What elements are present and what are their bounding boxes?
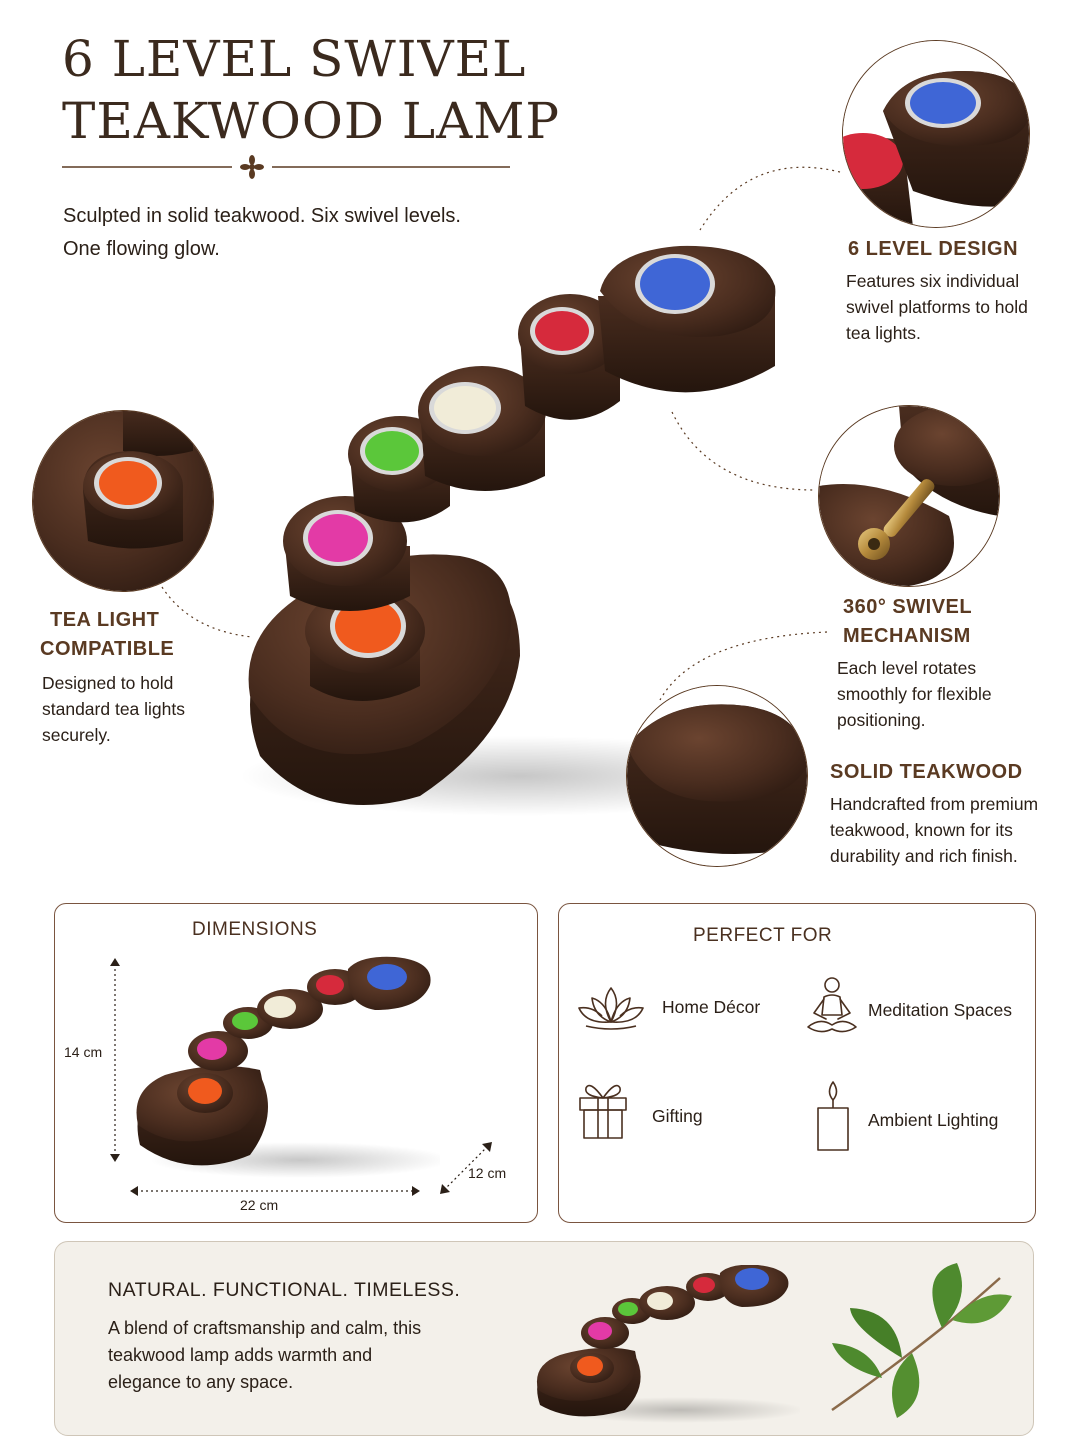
callout-line-level-design [699,166,841,231]
use-meditation-label: Meditation Spaces [868,1000,1012,1020]
perfect-for-card [558,903,1036,1223]
swivel-heading-line-2: MECHANISM [843,625,971,647]
tea-light-closeup-image [32,410,214,592]
teakwood-heading: SOLID TEAKWOOD [830,761,1023,783]
perfect-for-heading: PERFECT FOR [693,925,833,946]
title-line-2: TEAKWOOD LAMP [62,92,561,150]
page-title: 6 LEVEL SWIVEL TEAKWOOD LAMP [62,28,582,152]
teakwood-text: Handcrafted from premium teakwood, known… [830,794,1039,866]
title-line-1: 6 LEVEL SWIVEL [62,30,527,88]
depth-label: 12 cm [468,1165,507,1181]
use-home-decor-label: Home Décor [662,997,761,1017]
tea-light-heading: TEA LIGHT COMPATIBLE [40,606,174,664]
title-ornament-icon [62,155,510,179]
teakwood-closeup-image [626,685,808,867]
level-design-heading: 6 LEVEL DESIGN [848,238,1019,260]
dimensions-heading: DIMENSIONS [192,919,318,940]
tea-light-heading-line-2: COMPATIBLE [40,638,175,660]
height-label: 14 cm [64,1044,103,1060]
banner-text: A blend of craftsmanship and calm, this … [108,1318,422,1392]
tea-light-heading-line-1: TEA LIGHT [50,609,160,631]
swivel-heading: 360° SWIVEL MECHANISM [843,593,972,651]
height-arrow [110,958,120,1162]
width-label: 22 cm [240,1197,279,1213]
main-product-image [240,245,800,816]
callout-line-tea-light [161,586,253,638]
candle-icon [817,1081,849,1151]
lotus-icon [578,987,644,1030]
callout-line-swivel [671,411,816,491]
gift-icon [579,1084,627,1139]
tea-light-text: Designed to hold standard tea lights sec… [42,673,186,745]
use-ambient-label: Ambient Lighting [868,1110,999,1130]
leaf-sprig-icon [831,1263,1012,1418]
tagline: Sculpted in solid teakwood. Six swivel l… [63,205,461,260]
dimensions-product-image [136,956,440,1178]
meditation-icon [807,977,857,1033]
banner-heading: NATURAL. FUNCTIONAL. TIMELESS. [108,1279,461,1301]
swivel-text: Each level rotates smoothly for flexible… [837,658,992,730]
depth-arrow [440,1142,492,1194]
width-arrow [130,1186,420,1196]
swivel-heading-line-1: 360° SWIVEL [843,596,973,618]
level-design-text: Features six individual swivel platforms… [846,271,1028,343]
use-gifting-label: Gifting [652,1106,703,1126]
callout-line-teakwood [659,631,828,701]
swivel-closeup-image [818,405,1000,587]
level-design-closeup-image [842,40,1030,228]
banner-product-image [536,1265,800,1423]
